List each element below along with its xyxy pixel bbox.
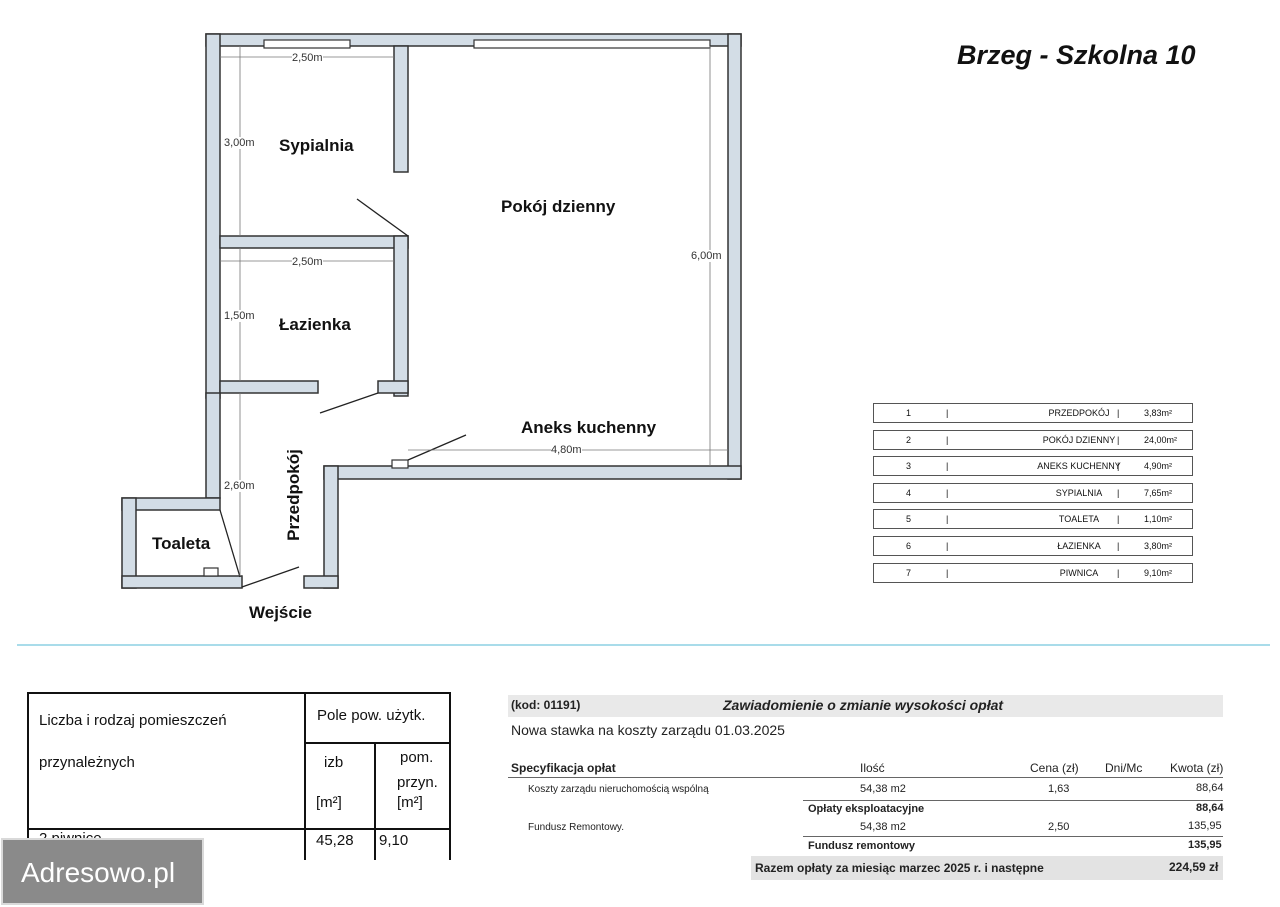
room-name: POKÓJ DZIENNY bbox=[1042, 435, 1116, 445]
room-num: 6 bbox=[906, 541, 912, 551]
room-name: SYPIALNIA bbox=[1055, 488, 1103, 498]
doc-left-pole: Pole pow. użytk. bbox=[317, 707, 426, 724]
row1-cena: 1,63 bbox=[1048, 783, 1070, 795]
room-table-row: 5 | TOALETA | 1,10m² bbox=[873, 509, 1193, 529]
dim-bath-height: 1,50m bbox=[224, 310, 255, 322]
room-area: 24,00m² bbox=[1144, 435, 1178, 445]
col-cena: Cena (zł) bbox=[1030, 761, 1079, 775]
room-label-przedpokoj: Przedpokój bbox=[284, 449, 303, 541]
row2-cena: 2,50 bbox=[1048, 821, 1070, 833]
separator: | bbox=[946, 435, 949, 445]
total-kwota: 224,59 zł bbox=[1169, 860, 1219, 874]
sub2-kwota: 135,95 bbox=[1188, 839, 1222, 851]
room-name: PIWNICA bbox=[1059, 568, 1099, 578]
room-num: 2 bbox=[906, 435, 912, 445]
notice-heading: Zawiadomienie o zmianie wysokości opłat bbox=[723, 697, 1004, 713]
doc-left-izb: izb bbox=[324, 754, 344, 771]
doc-left-przyn: przyn. bbox=[397, 774, 438, 791]
dim-hall-height: 2,60m bbox=[224, 480, 255, 492]
notice-rate-date: Nowa stawka na koszty zarządu 01.03.2025 bbox=[511, 722, 785, 738]
room-label-toaleta: Toaleta bbox=[152, 534, 211, 553]
room-area: 4,90m² bbox=[1144, 461, 1173, 471]
separator: | bbox=[946, 488, 949, 498]
row2-ilosc: 54,38 m2 bbox=[860, 821, 906, 833]
sub2-name: Fundusz remontowy bbox=[808, 840, 915, 852]
room-table-row: 6 | ŁAZIENKA | 3,80m² bbox=[873, 536, 1193, 556]
room-area: 3,83m² bbox=[1144, 408, 1173, 418]
room-area: 7,65m² bbox=[1144, 488, 1173, 498]
col-kwota: Kwota (zł) bbox=[1170, 761, 1224, 775]
room-area: 3,80m² bbox=[1144, 541, 1173, 551]
room-num: 7 bbox=[906, 568, 912, 578]
page-title: Brzeg - Szkolna 10 bbox=[957, 40, 1196, 70]
room-label-lazienka: Łazienka bbox=[279, 315, 351, 334]
room-table-row: 4 | SYPIALNIA | 7,65m² bbox=[873, 483, 1193, 503]
separator: | bbox=[946, 514, 949, 524]
floor-plan bbox=[121, 33, 742, 589]
doc-left-val-izb: 45,28 bbox=[316, 832, 354, 849]
scanned-room-document: Liczba i rodzaj pomieszczeń przynależnyc… bbox=[27, 692, 451, 860]
separator: | bbox=[1117, 408, 1120, 418]
dim-top-width: 2,50m bbox=[292, 52, 323, 64]
watermark-logo[interactable]: Adresowo.pl bbox=[1, 838, 204, 905]
row1-ilosc: 54,38 m2 bbox=[860, 783, 906, 795]
room-table-row: 3|ANEKS KUCHENNY|4,90m² bbox=[873, 456, 1193, 476]
sub1-name: Opłaty eksploatacyjne bbox=[808, 803, 925, 815]
room-label-wejscie: Wejście bbox=[249, 603, 313, 622]
doc-left-header-1: Liczba i rodzaj pomieszczeń bbox=[39, 712, 227, 729]
separator: | bbox=[1117, 461, 1120, 471]
room-label-sypialnia: Sypialnia bbox=[279, 136, 354, 155]
separator: | bbox=[946, 568, 949, 578]
divider bbox=[17, 644, 1270, 646]
separator: | bbox=[1117, 488, 1120, 498]
watermark-text: Adresowo.pl bbox=[21, 857, 176, 888]
room-name: ANEKS KUCHENNY bbox=[1037, 461, 1121, 471]
separator: | bbox=[946, 461, 949, 471]
row1-name: Koszty zarządu nieruchomością wspólną bbox=[528, 784, 709, 795]
notice-code: (kod: 01191) bbox=[511, 698, 581, 712]
separator: | bbox=[1117, 514, 1120, 524]
dim-kitchen-width: 4,80m bbox=[551, 444, 582, 456]
col-dni: Dni/Mc bbox=[1105, 761, 1143, 775]
room-num: 3 bbox=[906, 461, 912, 471]
fee-change-notice: (kod: 01191) Zawiadomienie o zmianie wys… bbox=[503, 690, 1227, 882]
room-label-pokoj-dzienny: Pokój dzienny bbox=[501, 197, 616, 216]
room-num: 5 bbox=[906, 514, 912, 524]
row1-kwota: 88,64 bbox=[1196, 782, 1224, 794]
room-name: ŁAZIENKA bbox=[1057, 541, 1101, 551]
room-num: 4 bbox=[906, 488, 912, 498]
room-name: PRZEDPOKÓJ bbox=[1048, 408, 1110, 418]
room-table-row: 7 | PIWNICA | 9,10m² bbox=[873, 563, 1193, 583]
room-name: TOALETA bbox=[1058, 514, 1100, 524]
doc-left-izb-unit: [m²] bbox=[316, 794, 342, 811]
room-area: 9,10m² bbox=[1144, 568, 1173, 578]
room-label-aneks: Aneks kuchenny bbox=[521, 418, 657, 437]
col-ilosc: Ilość bbox=[860, 761, 885, 775]
row2-kwota: 135,95 bbox=[1188, 820, 1222, 832]
room-table-row: 2|POKÓJ DZIENNY|24,00m² bbox=[873, 430, 1193, 450]
dim-living-height: 6,00m bbox=[691, 250, 722, 262]
total-name: Razem opłaty za miesiąc marzec 2025 r. i… bbox=[755, 861, 1044, 875]
room-area: 1,10m² bbox=[1144, 514, 1173, 524]
doc-left-pom: pom. bbox=[400, 749, 434, 766]
room-table-row: 1 | PRZEDPOKÓJ | 3,83m² bbox=[873, 403, 1193, 423]
separator: | bbox=[1117, 435, 1120, 445]
dim-bath-width: 2,50m bbox=[292, 256, 323, 268]
dim-bed-height: 3,00m bbox=[224, 137, 255, 149]
sub1-kwota: 88,64 bbox=[1196, 802, 1224, 814]
doc-left-pom-unit: [m²] bbox=[397, 794, 423, 811]
separator: | bbox=[946, 408, 949, 418]
doc-left-header-2: przynależnych bbox=[39, 754, 135, 771]
doc-left-val-pom: 9,10 bbox=[379, 832, 409, 849]
room-num: 1 bbox=[906, 408, 912, 418]
separator: | bbox=[1117, 568, 1120, 578]
col-spec: Specyfikacja opłat bbox=[511, 761, 616, 775]
row2-name: Fundusz Remontowy. bbox=[528, 822, 624, 833]
separator: | bbox=[946, 541, 949, 551]
separator: | bbox=[1117, 541, 1120, 551]
